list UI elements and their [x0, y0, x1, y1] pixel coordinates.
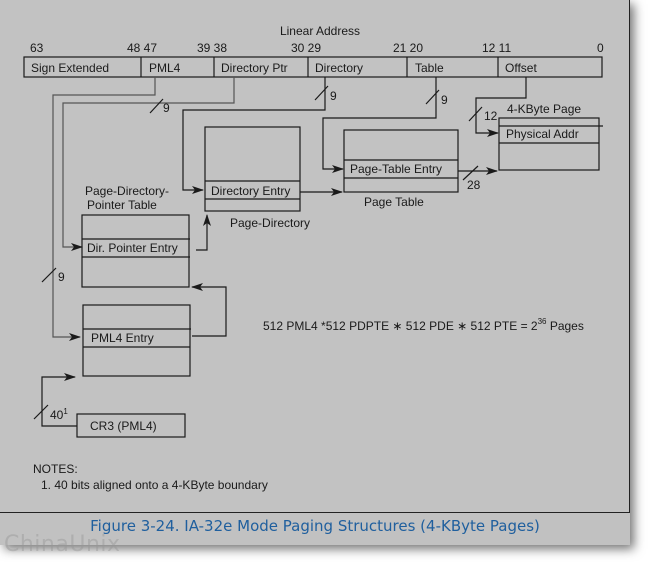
- pml4-entry: PML4 Entry: [91, 331, 154, 345]
- figure-frame: Linear Address 63 48 47 39 38 30 29 21 2…: [0, 0, 630, 545]
- page-table-box: [343, 129, 459, 193]
- field-pml4: PML4: [149, 61, 181, 75]
- field-offset: Offset: [505, 61, 537, 75]
- pml4e-to-pdpt-arrow: [191, 283, 227, 337]
- bus-slash: [149, 98, 164, 114]
- page-table-title: Page Table: [364, 195, 424, 209]
- pdpt-title-line1: Page-Directory-: [85, 184, 169, 198]
- notes-section: NOTES: 1. 40 bits aligned onto a 4-KByte…: [33, 462, 268, 492]
- diagram-panel: Linear Address 63 48 47 39 38 30 29 21 2…: [0, 0, 630, 513]
- bit-label-12-11: 12 11: [482, 41, 511, 55]
- physical-addr-entry: Physical Addr: [506, 127, 579, 141]
- pml4-index-line: [52, 77, 156, 341]
- field-sign-extended: Sign Extended: [31, 61, 109, 75]
- bus-slash: [425, 89, 440, 105]
- bus-slash: [314, 85, 329, 101]
- pdpt-index-width: 9: [163, 101, 170, 115]
- dir-pointer-entry: Dir. Pointer Entry: [87, 241, 178, 255]
- pd-index-width: 9: [330, 89, 337, 103]
- field-directory: Directory: [315, 61, 363, 75]
- offset-width: 12: [484, 109, 498, 123]
- page-frame-box: [498, 117, 600, 171]
- cr3-width: 401: [50, 407, 68, 422]
- paging-diagram: Linear Address 63 48 47 39 38 30 29 21 2…: [23, 24, 604, 438]
- bit-label-48-47: 48 47: [127, 41, 157, 55]
- pt-index-width: 9: [441, 93, 448, 107]
- bus-slash: [33, 404, 49, 420]
- bit-label-0: 0: [597, 41, 604, 55]
- page-directory-title: Page-Directory: [230, 216, 310, 230]
- offset-line: [475, 77, 527, 137]
- page-directory-box: [204, 126, 301, 212]
- pdpt-index-line: [62, 77, 235, 251]
- notes-heading: NOTES:: [33, 462, 78, 476]
- watermark: ChinaUnix: [4, 532, 121, 557]
- note-item: 1. 40 bits aligned onto a 4-KByte bounda…: [41, 478, 268, 492]
- field-directory-ptr: Directory Ptr: [221, 61, 288, 75]
- linear-address-box: [23, 56, 603, 78]
- pdpt-box: [81, 214, 190, 288]
- pdpt-title-line2: Pointer Table: [87, 198, 157, 212]
- bit-label-39-38: 39 38: [197, 41, 227, 55]
- bus-slash: [468, 106, 483, 122]
- bus-slash: [462, 165, 479, 181]
- cr3-label: CR3 (PML4): [90, 419, 157, 433]
- directory-entry: Directory Entry: [211, 184, 290, 198]
- page-count-formula: 512 PML4 *512 PDPTE ∗ 512 PDE ∗ 512 PTE …: [263, 317, 584, 333]
- bit-label-30-29: 30 29: [291, 41, 321, 55]
- pml4-table-box: [82, 304, 191, 377]
- linear-address-title: Linear Address: [280, 24, 360, 38]
- pml4-index-width: 9: [58, 270, 65, 284]
- page-title: 4-KByte Page: [507, 102, 581, 116]
- bit-label-21-20: 21 20: [393, 41, 423, 55]
- pte-to-page-width: 28: [467, 178, 481, 192]
- field-table: Table: [415, 61, 444, 75]
- bus-slash: [41, 267, 57, 283]
- pd-index-line: [182, 77, 326, 194]
- pt-index-line: [322, 77, 437, 173]
- pdpte-to-pd-arrow: [196, 214, 211, 251]
- bit-labels: 63 48 47 39 38 30 29 21 20 12 11 0: [30, 41, 604, 55]
- figure-caption: Figure 3-24. IA-32e Mode Paging Structur…: [90, 517, 540, 535]
- bit-label-63: 63: [30, 41, 44, 55]
- linear-address-register: Sign Extended PML4 Directory Ptr Directo…: [23, 56, 603, 78]
- cr3-to-pml4-arrow: [41, 373, 77, 427]
- page-table-entry: Page-Table Entry: [350, 162, 442, 176]
